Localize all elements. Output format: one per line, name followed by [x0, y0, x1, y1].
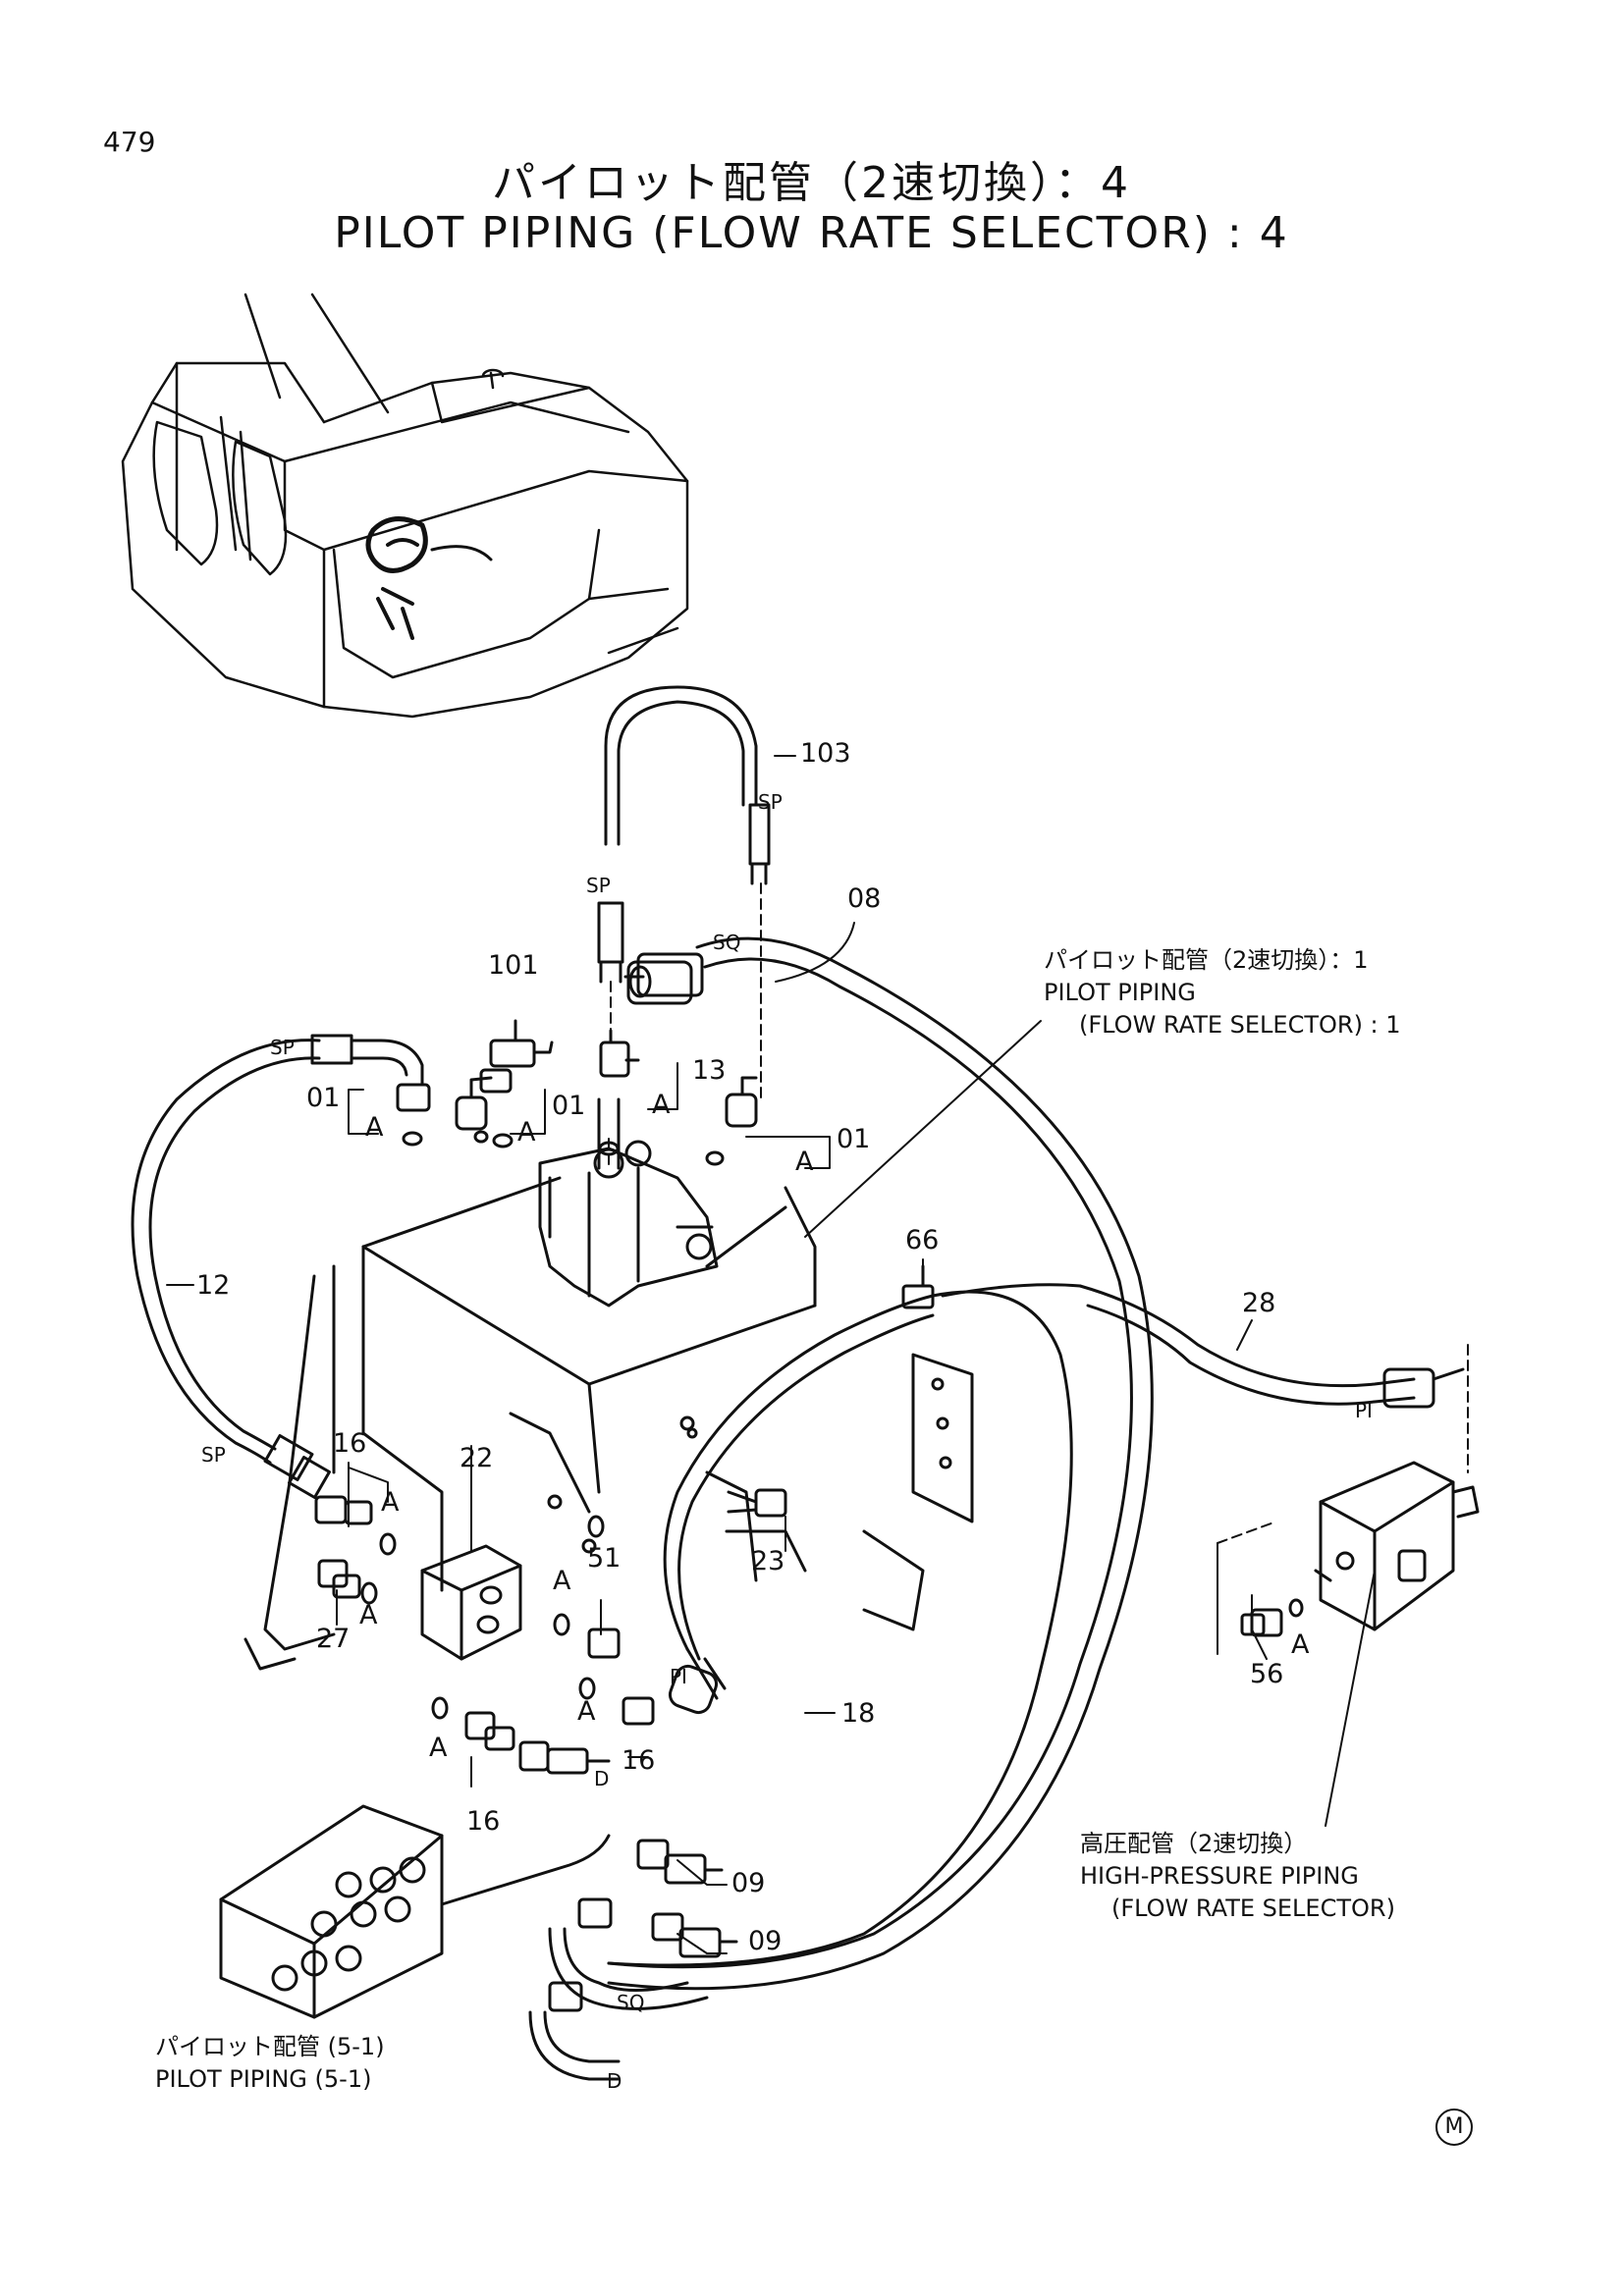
seal-label-a-10: A — [1291, 1629, 1310, 1660]
connector-sp-lower-left: SP — [201, 1443, 226, 1467]
label-16-right: 16 — [622, 1745, 656, 1776]
note-high-pressure-jp: 高圧配管（2速切換） — [1080, 1830, 1308, 1857]
fitting-56 — [1240, 1608, 1283, 1637]
label-09-upper: 09 — [731, 1868, 766, 1898]
hose-28 — [941, 1283, 1469, 1473]
hose-08 — [607, 936, 1154, 1991]
label-27: 27 — [316, 1624, 351, 1654]
label-28: 28 — [1242, 1288, 1276, 1318]
label-01-right: 01 — [837, 1124, 871, 1154]
hydraulic-block — [243, 1176, 817, 1671]
seal-label-a-9: A — [429, 1733, 448, 1763]
connector-sp-top-left: SP — [586, 874, 611, 897]
note-high-pressure-en: HIGH-PRESSURE PIPING — [1080, 1862, 1359, 1890]
fittings-upper — [396, 960, 758, 1166]
note-pilot-piping-1-en2: (FLOW RATE SELECTOR) : 1 — [1079, 1011, 1401, 1039]
seal-label-a-7: A — [553, 1566, 571, 1596]
excavator-overview — [121, 293, 689, 719]
connector-sq-top: SQ — [713, 931, 741, 954]
label-16-lower: 16 — [466, 1806, 501, 1837]
seal-label-a-4: A — [795, 1147, 814, 1177]
label-12: 12 — [196, 1270, 231, 1301]
seal-label-a-2: A — [517, 1117, 536, 1148]
label-09-lower: 09 — [748, 1926, 783, 1956]
connector-pi-right: PI — [1355, 1399, 1373, 1422]
connector-sq-lower: SQ — [617, 1991, 645, 2014]
leader-lines — [166, 755, 1376, 1954]
note-high-pressure-piping: 高圧配管（2速切換） HIGH-PRESSURE PIPING (FLOW RA… — [1080, 1828, 1395, 1925]
title-japanese: パイロット配管（2速切換）：4 — [492, 158, 1131, 208]
circled-m-mark: M — [1435, 2109, 1473, 2146]
note-high-pressure-en2: (FLOW RATE SELECTOR) — [1111, 1895, 1395, 1922]
fittings-lower — [314, 1495, 1304, 1775]
hose-12 — [131, 1034, 424, 1499]
seal-label-a-8: A — [577, 1696, 596, 1727]
note-pilot-piping-5-1: パイロット配管 (5-1) PILOT PIPING (5-1) — [155, 2031, 385, 2096]
pilot-valve-block — [219, 1804, 444, 2019]
hoses-09 — [440, 1834, 738, 2081]
connector-d-lower: D — [607, 2069, 622, 2093]
label-01-center: 01 — [552, 1091, 586, 1121]
seal-label-a-1: A — [365, 1112, 384, 1143]
label-22: 22 — [460, 1443, 494, 1473]
label-01-left: 01 — [306, 1083, 341, 1113]
note-pilot-piping-5-1-en: PILOT PIPING (5-1) — [155, 2065, 372, 2093]
page-number: 479 — [103, 126, 156, 158]
title-english: PILOT PIPING (FLOW RATE SELECTOR) : 4 — [334, 208, 1289, 258]
note-pilot-piping-1: パイロット配管（2速切換）：1 PILOT PIPING (FLOW RATE … — [1044, 944, 1401, 1041]
seal-label-a-6: A — [359, 1600, 378, 1630]
hose-18 — [607, 1290, 1073, 1967]
label-23: 23 — [751, 1546, 785, 1576]
label-103: 103 — [800, 738, 851, 769]
fitting-23 — [727, 1488, 787, 1518]
mounting-bracket — [862, 1353, 974, 1631]
connector-sp-top-right: SP — [758, 790, 783, 814]
connector-sp-left: SP — [270, 1036, 295, 1059]
label-51: 51 — [587, 1543, 622, 1574]
label-08: 08 — [847, 883, 882, 914]
label-18: 18 — [841, 1698, 876, 1729]
connector-pi-center: PI — [670, 1665, 687, 1688]
seal-label-a-5: A — [381, 1487, 400, 1518]
high-pressure-pump — [1314, 1461, 1480, 1631]
seal-label-a-3: A — [652, 1090, 671, 1120]
label-13: 13 — [692, 1055, 727, 1086]
hose-103 — [597, 685, 771, 984]
label-16-upper: 16 — [333, 1428, 367, 1459]
label-56: 56 — [1250, 1659, 1284, 1689]
label-101: 101 — [488, 950, 539, 981]
block-22 — [420, 1544, 522, 1661]
label-66: 66 — [905, 1225, 940, 1255]
note-pilot-piping-5-1-jp: パイロット配管 (5-1) — [155, 2033, 385, 2060]
connector-d-center: D — [594, 1767, 610, 1790]
control-valve — [538, 1097, 719, 1308]
note-pilot-piping-1-en: PILOT PIPING — [1044, 979, 1196, 1006]
note-pilot-piping-1-jp: パイロット配管（2速切換）：1 — [1044, 946, 1369, 974]
